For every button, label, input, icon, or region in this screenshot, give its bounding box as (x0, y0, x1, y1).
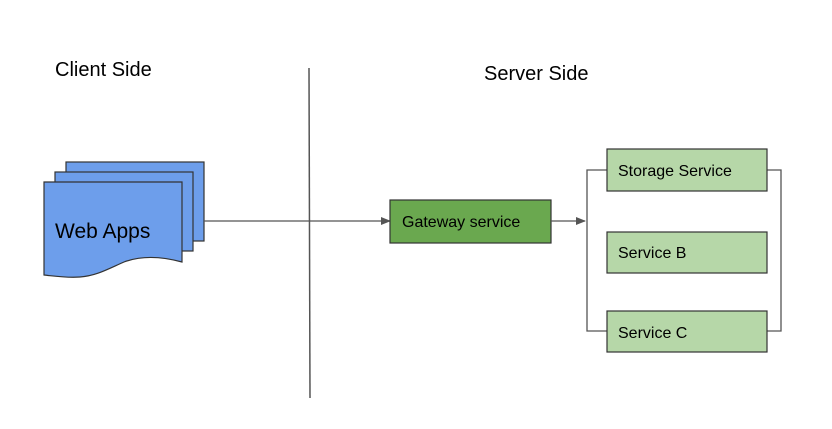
client-server-divider (308, 67, 311, 399)
gateway-service-box (389, 199, 552, 244)
server-side-title: Server Side (484, 63, 589, 85)
service-b-box (606, 231, 768, 274)
gateway-service-node: Gateway service (389, 199, 552, 244)
service-b-node: Service B (606, 231, 768, 274)
storage-service-box (606, 148, 768, 192)
service-c-node: Service C (606, 310, 768, 353)
service-c-box (606, 310, 768, 353)
web-apps-doc-front (43, 181, 183, 278)
gateway-service-label: Gateway service (402, 214, 520, 231)
service-c-label: Service C (618, 325, 687, 342)
client-side-title: Client Side (55, 59, 152, 81)
service-b-label: Service B (618, 245, 686, 262)
web-apps-label: Web Apps (55, 220, 150, 243)
services-right-bracket (767, 169, 782, 332)
storage-service-label: Storage Service (618, 163, 732, 180)
web-apps-node: Web Apps (43, 161, 205, 278)
storage-service-node: Storage Service (606, 148, 768, 192)
services-left-bracket (586, 169, 607, 332)
